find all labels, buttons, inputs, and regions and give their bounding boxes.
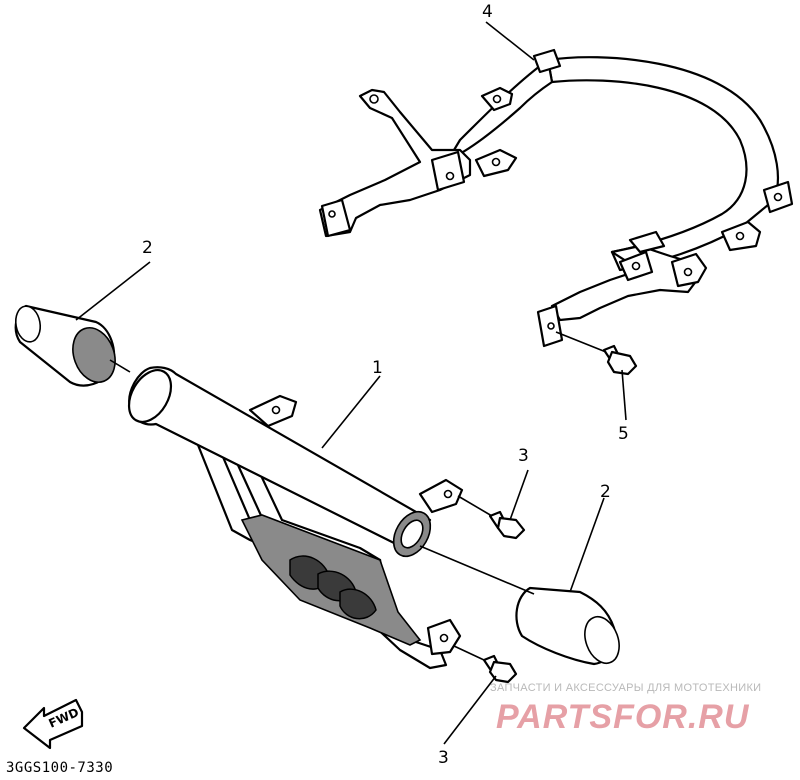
callout-end-cap-left: 2: [142, 238, 153, 258]
callout-carrier-bolt: 5: [618, 424, 629, 444]
leader-carrier: [485, 21, 535, 61]
grab-bar-bolt-lower: [453, 645, 518, 684]
leader-bolt-lower: [443, 675, 497, 745]
leader-end-cap-left: [75, 261, 151, 321]
diagram-code: 3GGS100-7330: [6, 760, 114, 776]
carrier-bolt: [555, 331, 638, 376]
grab-bar-bolt-upper: [457, 495, 526, 540]
callout-bolt-lower: 3: [438, 748, 449, 768]
callout-end-cap-right: 2: [600, 482, 611, 502]
end-cap-left: [14, 304, 131, 387]
watermark-logo-text: PARTSFOR.RU: [496, 700, 750, 734]
watermark-tagline: ЗАПЧАСТИ И АКСЕССУАРЫ ДЛЯ МОТОТЕХНИКИ: [490, 682, 762, 694]
grab-bar: [127, 366, 464, 670]
fwd-arrow: FWD: [22, 698, 84, 750]
leader-end-cap-right: [569, 497, 605, 593]
leader-bolt-upper: [509, 469, 529, 521]
rear-carrier-frame: [318, 48, 794, 348]
watermark-logo: PARTSFOR.RU: [496, 700, 750, 734]
leader-grab-bar: [321, 375, 381, 449]
callout-bolt-upper: 3: [518, 446, 529, 466]
end-cap-right: [419, 545, 620, 666]
leader-carrier-bolt: [621, 369, 627, 421]
callout-grab-bar: 1: [372, 358, 383, 378]
callout-rear-carrier: 4: [482, 2, 493, 22]
